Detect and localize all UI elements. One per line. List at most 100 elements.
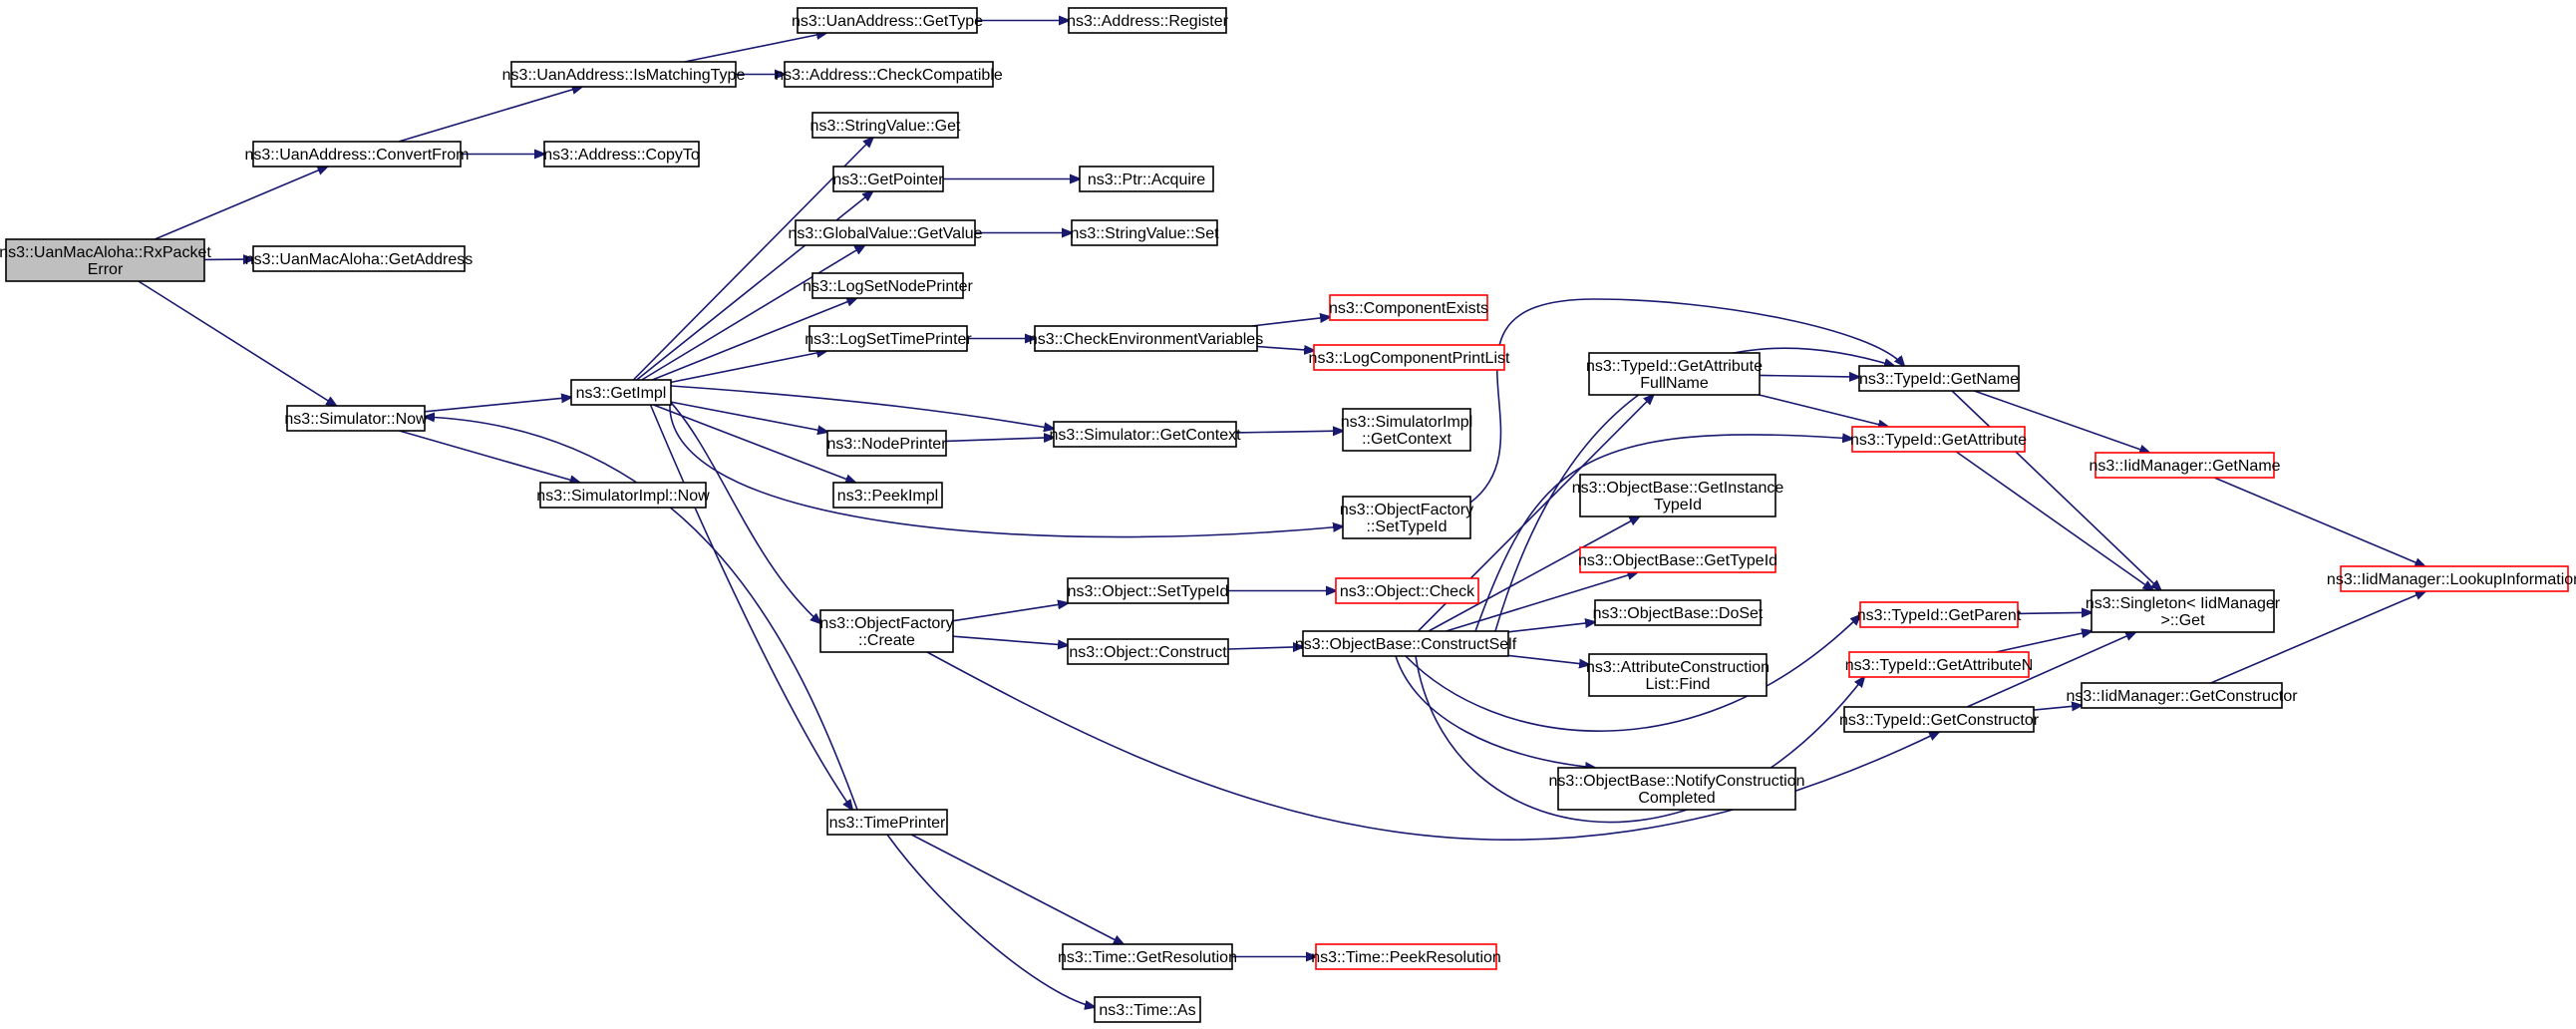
node-getpointer[interactable]: ns3::GetPointer — [832, 166, 944, 192]
node-label: ns3::TimePrinter — [829, 815, 946, 832]
edge-iidmanager-getname-to-iidmanager-lookupinformation — [2213, 477, 2424, 566]
node-time-as[interactable]: ns3::Time::As — [1094, 996, 1201, 1023]
node-timeprinter[interactable]: ns3::TimePrinter — [826, 809, 948, 836]
node-label: ns3::TypeId::GetAttribute — [1850, 432, 2027, 449]
node-label: ns3::LogComponentPrintList — [1309, 350, 1510, 367]
node-label: ns3::Address::CheckCompatible — [775, 67, 1003, 84]
edge-typeid-getattributefullname-to-typeid-getname — [1759, 375, 1859, 377]
node-label: ns3::IidManager::LookupInformation — [2327, 571, 2576, 588]
edge-object-construct-to-objectbase-constructself — [1227, 647, 1303, 649]
node-objectbase-doset[interactable]: ns3::ObjectBase::DoSet — [1593, 599, 1764, 626]
node-label: ns3::Time::GetResolution — [1058, 949, 1237, 966]
node-simulatorimpl-getcontext[interactable]: ns3::SimulatorImpl::GetContext — [1341, 408, 1473, 452]
node-typeid-getconstructor[interactable]: ns3::TypeId::GetConstructor — [1839, 706, 2040, 733]
node-uanmacaloha-getaddress[interactable]: ns3::UanMacAloha::GetAddress — [245, 245, 474, 272]
node-object-settypeid[interactable]: ns3::Object::SetTypeId — [1067, 577, 1229, 604]
node-box — [1859, 601, 2019, 628]
node-box — [1313, 344, 1505, 371]
edge-timeprinter-to-time-as — [886, 834, 1095, 1007]
node-stringvalue-set[interactable]: ns3::StringValue::Set — [1070, 219, 1219, 246]
node-typeid-getattribute[interactable]: ns3::TypeId::GetAttribute — [1850, 426, 2027, 453]
node-time-getresolution[interactable]: ns3::Time::GetResolution — [1058, 943, 1237, 970]
node-simulator-now[interactable]: ns3::Simulator::Now — [284, 405, 428, 432]
node-typeid-getname[interactable]: ns3::TypeId::GetName — [1858, 365, 2020, 392]
node-box — [2094, 452, 2275, 479]
node-uanaddress-gettype[interactable]: ns3::UanAddress::GetType — [792, 7, 983, 34]
edge-objectfactory-settypeid-to-typeid-getname — [1469, 298, 1904, 504]
node-simulatorimpl-now[interactable]: ns3::SimulatorImpl::Now — [536, 482, 710, 509]
node-logsettimeprinter[interactable]: ns3::LogSetTimePrinter — [805, 325, 972, 352]
node-label: ns3::Simulator::Now — [284, 411, 428, 428]
node-typeid-getparent[interactable]: ns3::TypeId::GetParent — [1857, 601, 2022, 628]
node-box — [826, 430, 947, 457]
node-box — [1068, 7, 1227, 34]
node-address-checkcompatible[interactable]: ns3::Address::CheckCompatible — [775, 61, 1003, 88]
node-getimpl[interactable]: ns3::GetImpl — [570, 379, 672, 406]
edge-getimpl-to-globalvalue-getvalue — [641, 245, 865, 381]
node-globalvalue-getvalue[interactable]: ns3::GlobalValue::GetValue — [788, 219, 983, 246]
node-label: ns3::StringValue::Set — [1070, 225, 1219, 242]
node-address-copyto[interactable]: ns3::Address::CopyTo — [543, 141, 700, 168]
edge-objectbase-constructself-to-attributeconstructionlist-find — [1507, 654, 1589, 664]
node-objectbase-gettypeid[interactable]: ns3::ObjectBase::GetTypeId — [1578, 546, 1777, 573]
node-box — [539, 482, 707, 509]
node-box — [1053, 421, 1237, 448]
node-objectbase-constructself[interactable]: ns3::ObjectBase::ConstructSelf — [1295, 630, 1517, 657]
node-label: ns3::PeekImpl — [837, 488, 938, 505]
node-box — [5, 238, 205, 282]
edge-objectbase-constructself-to-objectbase-doset — [1507, 622, 1595, 633]
node-objectfactory-settypeid[interactable]: ns3::ObjectFactory::SetTypeId — [1340, 496, 1473, 539]
node-label: ns3::CheckEnvironmentVariables — [1029, 331, 1263, 348]
node-logsetnodeprinter[interactable]: ns3::LogSetNodePrinter — [803, 272, 974, 299]
node-iidmanager-getname[interactable]: ns3::IidManager::GetName — [2089, 452, 2281, 479]
edge-simulator-now-to-getimpl — [424, 397, 571, 413]
node-box — [1329, 294, 1488, 321]
node-label: ns3::Ptr::Acquire — [1088, 172, 1205, 188]
node-label: ns3::ObjectFactory — [1340, 502, 1473, 518]
node-uanaddress-convertfrom[interactable]: ns3::UanAddress::ConvertFrom — [245, 141, 470, 168]
edge-objectbase-constructself-to-objectbase-getinstancetypeid — [1428, 516, 1639, 632]
node-iidmanager-getconstructor[interactable]: ns3::IidManager::GetConstructor — [2066, 682, 2298, 709]
node-logcomponentprintlist[interactable]: ns3::LogComponentPrintList — [1309, 344, 1510, 371]
node-label: ns3::ObjectBase::ConstructSelf — [1295, 636, 1517, 653]
node-label: ns3::LogSetTimePrinter — [805, 331, 972, 348]
edge-iidmanager-getconstructor-to-iidmanager-lookupinformation — [2210, 591, 2425, 684]
edge-getimpl-to-simulator-getcontext — [670, 385, 1054, 429]
node-box — [1588, 352, 1761, 396]
node-typeid-getattributen[interactable]: ns3::TypeId::GetAttributeN — [1845, 651, 2034, 678]
node-address-register[interactable]: ns3::Address::Register — [1067, 7, 1229, 34]
node-box — [2081, 682, 2283, 709]
node-iidmanager-lookupinformation[interactable]: ns3::IidManager::LookupInformation — [2327, 565, 2576, 592]
node-label: ns3::UanAddress::IsMatchingType — [502, 67, 746, 84]
node-label: ns3::GetPointer — [832, 172, 944, 188]
node-simulator-getcontext[interactable]: ns3::Simulator::GetContext — [1049, 421, 1241, 448]
node-time-peekresolution[interactable]: ns3::Time::PeekResolution — [1311, 943, 1501, 970]
node-checkenvironmentvariables[interactable]: ns3::CheckEnvironmentVariables — [1029, 325, 1263, 352]
node-label: ::SetTypeId — [1367, 518, 1448, 535]
edge-typeid-getattributen-to-singleton-iidmanager-get — [1995, 631, 2092, 653]
node-singleton-iidmanager-get[interactable]: ns3::Singleton< IidManager >::Get — [2086, 589, 2281, 633]
node-peekimpl[interactable]: ns3::PeekImpl — [832, 482, 943, 509]
node-label: Error — [88, 261, 124, 278]
node-ptr-acquire[interactable]: ns3::Ptr::Acquire — [1079, 166, 1214, 192]
edge-objectbase-constructself-to-typeid-getname — [1494, 347, 1894, 632]
node-objectfactory-create[interactable]: ns3::ObjectFactory::Create — [819, 609, 954, 653]
node-label: ns3::UanMacAloha::RxPacket — [0, 244, 211, 261]
node-uanaddress-ismatchingtype[interactable]: ns3::UanAddress::IsMatchingType — [502, 61, 746, 88]
node-box — [252, 245, 466, 272]
node-object-check[interactable]: ns3::Object::Check — [1335, 577, 1479, 604]
node-nodeprinter[interactable]: ns3::NodePrinter — [826, 430, 947, 457]
node-componentexists[interactable]: ns3::ComponentExists — [1329, 294, 1488, 321]
node-object-construct[interactable]: ns3::Object::Construct — [1067, 638, 1229, 665]
node-box — [1594, 599, 1762, 626]
node-stringvalue-get[interactable]: ns3::StringValue::Get — [810, 112, 961, 139]
node-label: ns3::TypeId::GetAttributeN — [1845, 657, 2034, 674]
node-objectbase-notifyconstructioncompleted[interactable]: ns3::ObjectBase::NotifyConstructionCompl… — [1548, 767, 1805, 811]
node-label: ns3::AttributeConstruction — [1586, 659, 1770, 676]
